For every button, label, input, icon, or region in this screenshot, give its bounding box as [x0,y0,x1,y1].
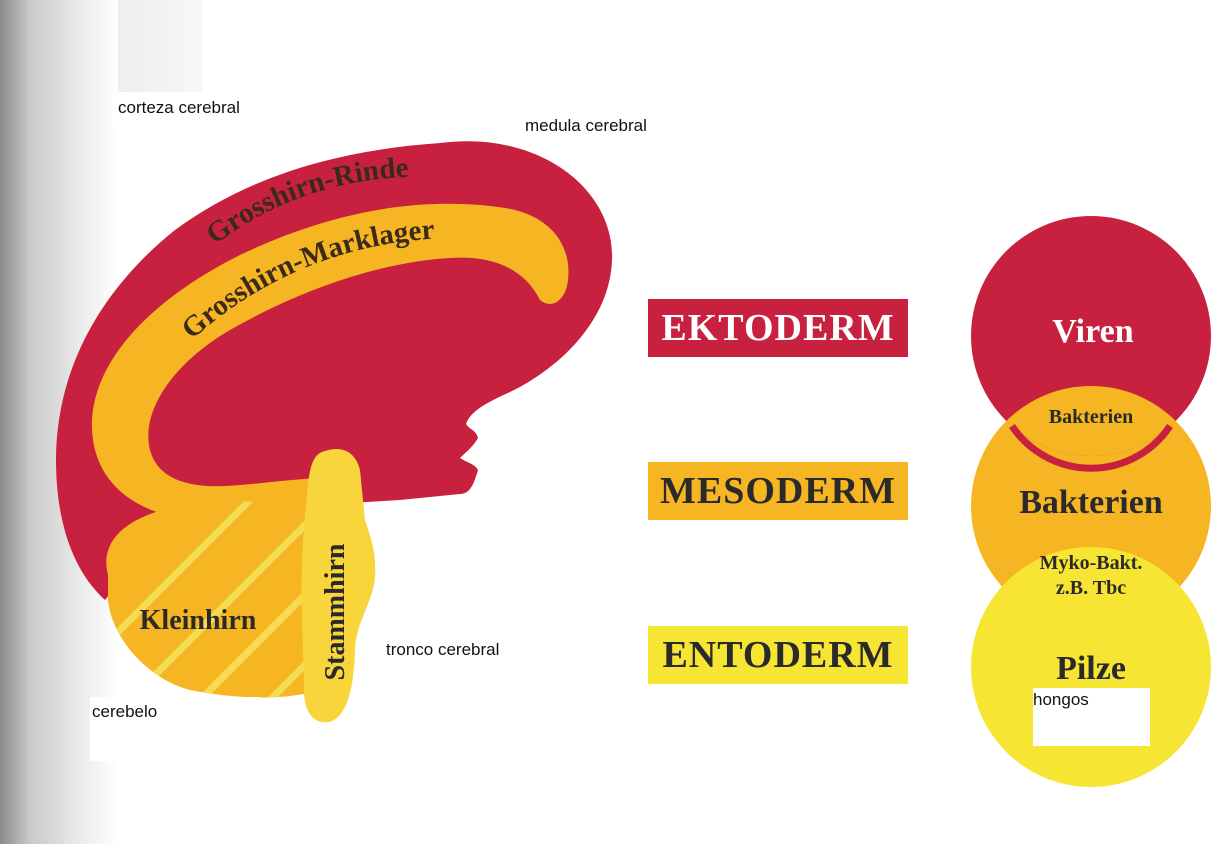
cerebelo-annotation: cerebelo [92,702,157,722]
pilze-label: Pilze [1056,650,1126,687]
viren-label: Viren [1052,313,1133,350]
myko-line1-label: Myko-Bakt. [1040,552,1143,574]
tronco-annotation: tronco cerebral [386,640,499,660]
corteza-annotation: corteza cerebral [118,98,240,118]
myko-line2-label: z.B. Tbc [1056,577,1126,599]
medula-annotation: medula cerebral [525,116,647,136]
hongos-annotation: hongos [1033,690,1089,710]
bakterien-small-label: Bakterien [1049,406,1133,428]
bakterien-label: Bakterien [1019,484,1163,521]
